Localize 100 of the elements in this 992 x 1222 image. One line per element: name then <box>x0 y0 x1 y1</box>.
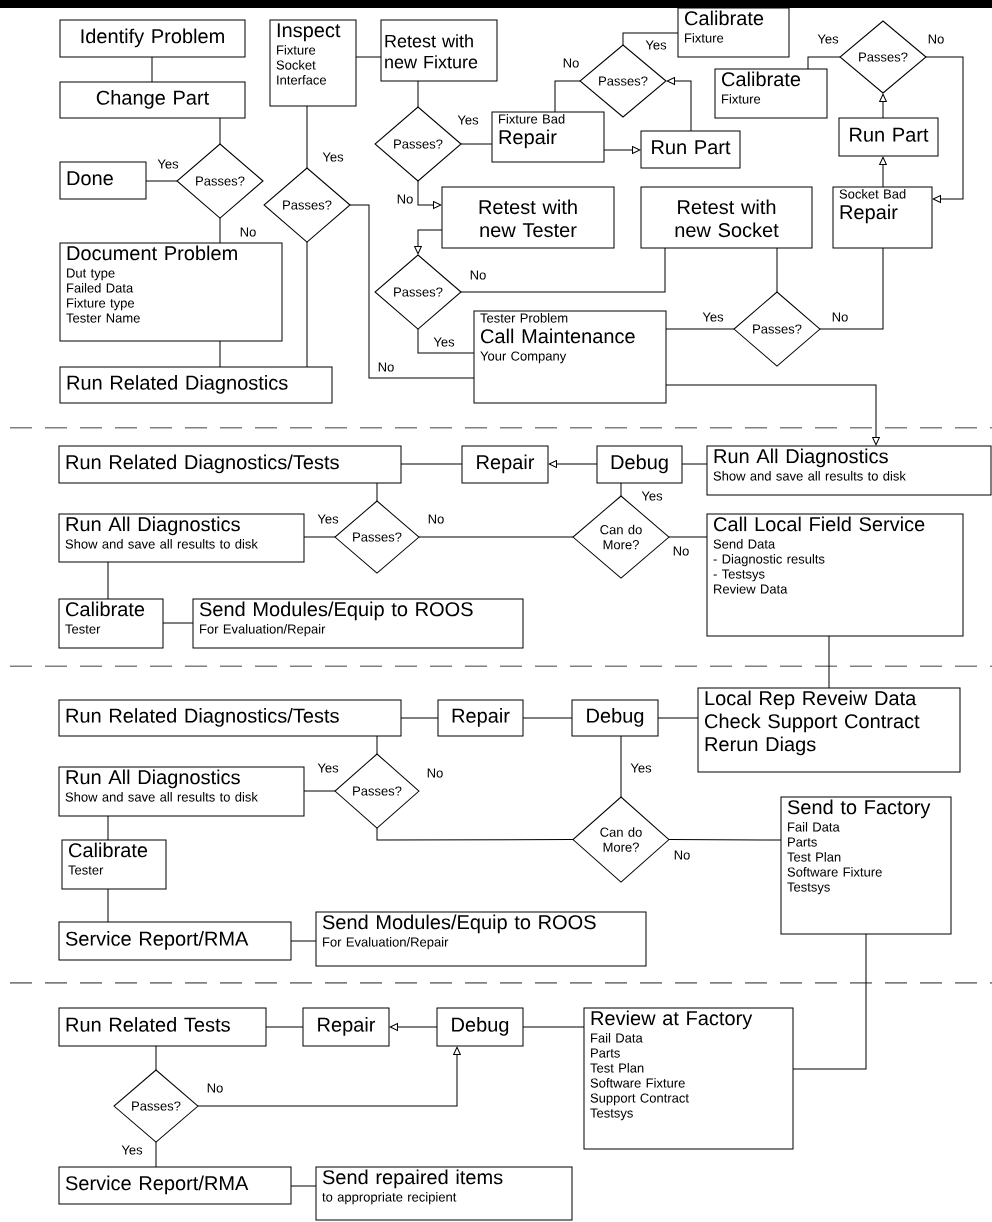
connector-line <box>460 143 493 145</box>
process-box: Tester Problem Call Maintenance Your Company <box>473 310 667 404</box>
connector-line <box>522 717 573 719</box>
connector-line <box>554 80 581 113</box>
connector-line <box>792 933 867 1070</box>
edge-label: No <box>207 1083 223 1093</box>
connector-line <box>620 482 622 497</box>
arrow <box>389 1023 438 1031</box>
arrow <box>665 384 880 446</box>
process-box: Calibrate Fixture <box>677 7 790 58</box>
process-box: Change Part <box>59 81 246 119</box>
connector-line <box>668 839 782 841</box>
edge-label: No <box>673 546 689 556</box>
process-box: Retest with new Socket <box>640 186 813 249</box>
process-box: Retest with new Fixture <box>380 19 498 82</box>
connector-line <box>290 940 317 942</box>
arrow <box>417 180 442 209</box>
edge-label: Yes <box>322 152 344 162</box>
connector-line <box>665 328 735 330</box>
process-box: Run All Diagnostics Show and save all results to disk <box>58 513 305 563</box>
connector-line <box>349 204 475 379</box>
process-box: Run Part <box>838 117 939 157</box>
connector-line <box>303 536 336 538</box>
edge-label: No <box>378 362 394 372</box>
connector-line <box>145 180 178 182</box>
connector-line <box>107 815 109 841</box>
connector-line <box>219 217 221 244</box>
connector-line <box>657 717 699 719</box>
process-box: Run Related Tests <box>58 1007 267 1047</box>
arrow <box>548 460 598 468</box>
connector-line <box>681 463 708 465</box>
connector-line <box>107 561 109 600</box>
connector-line <box>400 717 439 719</box>
process-box: Socket Bad Repair <box>832 186 933 249</box>
edge-label: Yes <box>817 34 839 44</box>
arrow <box>414 229 443 255</box>
edge-label: No <box>470 270 486 280</box>
connector-line <box>417 80 419 108</box>
connector-line <box>776 247 778 293</box>
connector-line <box>290 1185 317 1187</box>
process-box: Run Related Diagnostics/Tests <box>58 445 402 484</box>
connector-line <box>151 56 153 83</box>
edge-label: Yes <box>702 312 724 322</box>
arrow <box>197 1046 461 1107</box>
connector-line <box>355 56 382 58</box>
edge-label: No <box>928 34 944 44</box>
arrow <box>879 156 887 188</box>
process-box: Calibrate Fixture <box>714 68 828 119</box>
connector-line <box>828 635 830 689</box>
edge-label: No <box>428 514 444 524</box>
process-box: Run All Diagnostics Show and save all results to disk <box>706 445 992 496</box>
process-box: Done <box>59 161 147 200</box>
process-box: Identify Problem <box>59 19 246 58</box>
process-box: Repair <box>437 699 524 737</box>
process-box: Calibrate Tester <box>61 839 167 890</box>
process-box: Repair <box>461 445 549 484</box>
connector-line <box>417 328 475 354</box>
arrow <box>603 146 641 154</box>
connector-line <box>819 247 884 330</box>
edge-label: No <box>563 58 579 68</box>
arrow <box>879 93 887 119</box>
edge-label: Yes <box>157 159 179 169</box>
process-box: Retest with new Tester <box>441 186 615 249</box>
process-box: Debug <box>571 699 659 737</box>
edge-label: No <box>427 768 443 778</box>
connector-line <box>306 105 308 169</box>
edge-label: No <box>397 194 413 204</box>
process-box: Repair <box>302 1007 390 1047</box>
process-box: Fixture Bad Repair <box>491 111 605 163</box>
process-box: Send repaired items to appropriate recipient <box>315 1166 573 1221</box>
process-box: Run Related Diagnostics/Tests <box>58 699 402 737</box>
process-box: Calibrate Tester <box>58 598 164 649</box>
connector-line <box>620 735 622 798</box>
process-box: Inspect Fixture Socket Interface <box>269 19 357 107</box>
edge-label: Yes <box>121 1145 143 1155</box>
process-box: Debug <box>436 1007 524 1047</box>
edge-label: No <box>674 850 690 860</box>
process-box: Run Related Diagnostics <box>59 366 333 404</box>
connector-line <box>376 827 574 841</box>
connector-line <box>418 536 574 538</box>
process-box: Service Report/RMA <box>58 921 292 961</box>
connector-line <box>155 1141 157 1168</box>
connector-line <box>162 622 194 624</box>
arrow <box>925 56 964 203</box>
edge-label: No <box>832 312 848 322</box>
process-box: Send Modules/Equip to ROOS For Evaluation/Repair <box>315 911 647 967</box>
connector-line <box>668 536 708 538</box>
connector-line <box>376 735 378 755</box>
process-box: Send Modules/Equip to ROOS For Evaluation/Repair <box>192 598 524 649</box>
edge-label: No <box>240 227 256 237</box>
process-box: Service Report/RMA <box>58 1166 292 1205</box>
process-box: Send to Factory Fail Data Parts Test Plan Software Fixture Testsys <box>780 796 952 935</box>
connector-line <box>306 241 308 368</box>
connector-line <box>807 56 841 70</box>
process-box: Review at Factory Fail Data Parts Test Plan Software Fixture Support Contract Testsys <box>583 1007 794 1150</box>
connector-line <box>376 482 378 502</box>
edge-label: Yes <box>433 337 455 347</box>
edge-label: Yes <box>630 763 652 773</box>
connector-line <box>219 340 221 368</box>
connector-line <box>622 32 679 46</box>
